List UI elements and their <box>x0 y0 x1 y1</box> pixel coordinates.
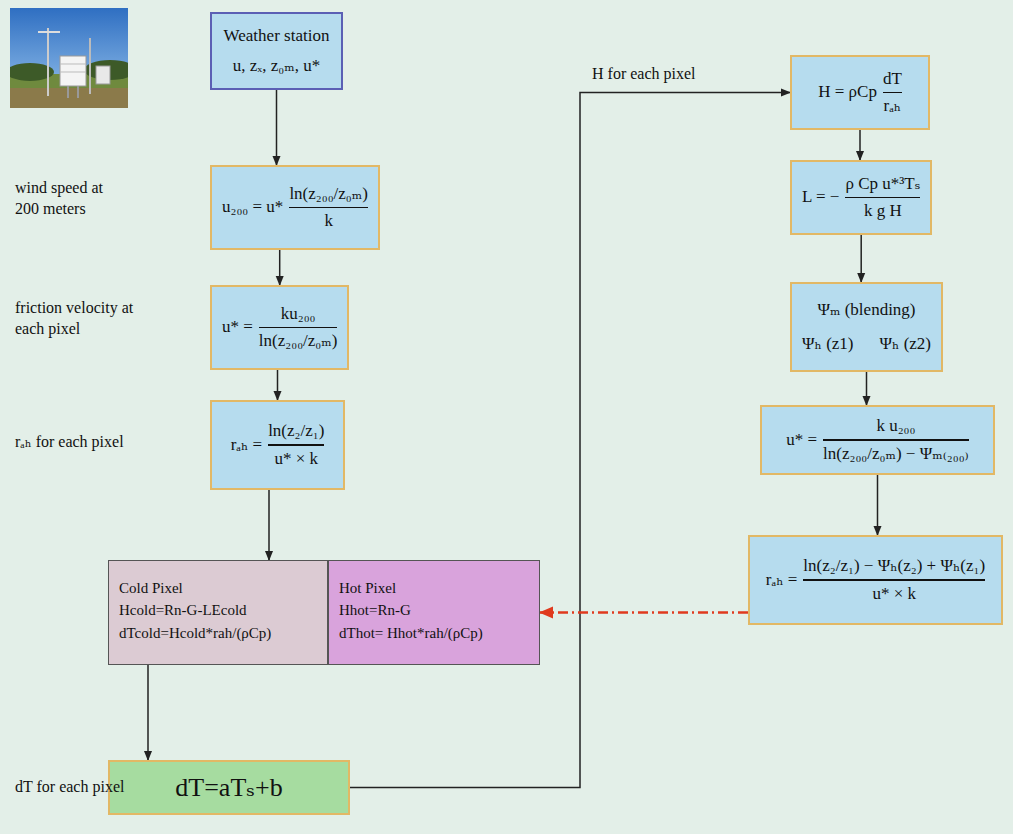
formula-box: H = ρCp dT rₐₕ <box>790 55 930 130</box>
denominator: k <box>324 210 333 232</box>
formula-prefix: u* = <box>786 429 817 451</box>
fraction: dT rₐₕ <box>883 68 902 117</box>
fraction: ρ Cp u*³Tₛ k g H <box>845 173 920 222</box>
numerator: ρ Cp u*³Tₛ <box>845 173 920 195</box>
numerator: k u₂₀₀ <box>876 415 915 437</box>
flow-arrow <box>277 370 279 400</box>
flow-arrow <box>147 665 149 760</box>
process-box: Weather station u, zₓ, z₀ₘ, u* <box>210 12 343 90</box>
box-heading: Hot Pixel <box>339 579 396 599</box>
formula: L = − ρ Cp u*³Tₛ k g H <box>802 173 920 222</box>
process-box: Hot PixelHhot=Rn-G dThot= Hhot*rah/(ρCp) <box>328 560 540 665</box>
formula-line: Ψₕ (z2) <box>880 333 932 355</box>
feedback-arrow <box>540 611 748 614</box>
denominator: u* × k <box>872 583 916 605</box>
numerator: dT <box>883 68 902 90</box>
formula: u* = k u₂₀₀ ln(z₂₀₀/z₀ₘ) − Ψₘ₍₂₀₀₎ <box>786 415 969 464</box>
denominator: ln(z₂₀₀/z₀ₘ) <box>259 330 338 352</box>
fraction: ln(z₂/z₁) u* × k <box>268 420 324 469</box>
fraction: k u₂₀₀ ln(z₂₀₀/z₀ₘ) − Ψₘ₍₂₀₀₎ <box>823 415 969 464</box>
formula: u* = ku₂₀₀ ln(z₂₀₀/z₀ₘ) <box>222 303 337 352</box>
formula-prefix: H = ρCp <box>818 81 877 103</box>
numerator: ln(z₂₀₀/z₀ₘ) <box>289 183 368 205</box>
process-box: Ψₘ (blending) Ψₕ (z1) Ψₕ (z2) <box>790 282 943 372</box>
side-label: dT for each pixel <box>15 777 124 798</box>
denominator: u* × k <box>274 448 318 470</box>
formula-prefix: L = − <box>802 186 839 208</box>
formula-prefix: u* = <box>222 316 253 338</box>
side-label: wind speed at 200 meters <box>15 178 127 220</box>
flow-arrow <box>279 250 281 285</box>
fraction: ln(z₂/z₁) − Ψₕ(z₂) + Ψₕ(z₁) u* × k <box>803 555 985 604</box>
box-text: dTcold=Hcold*rah/(ρCp) <box>119 624 271 644</box>
process-box: Cold PixelHcold=Rn-G-LEcold dTcold=Hcold*… <box>108 560 328 665</box>
formula-box: rₐₕ =ln(z₂/z₁) u* × k <box>210 400 345 490</box>
side-label: rₐₕ for each pixel <box>15 432 124 453</box>
flow-arrow <box>866 372 868 405</box>
box-text: u, zₓ, z₀ₘ, u* <box>233 55 320 77</box>
box-text: dThot= Hhot*rah/(ρCp) <box>339 624 483 644</box>
flow-arrow <box>268 490 270 560</box>
process-box: dT=aTₛ+b <box>108 760 350 815</box>
flow-arrow <box>877 475 879 535</box>
formula-row: Ψₕ (z1) Ψₕ (z2) <box>802 333 931 355</box>
flow-arrow <box>350 93 790 788</box>
formula-line: Ψₕ (z1) <box>802 333 854 355</box>
formula-box: rₐₕ =ln(z₂/z₁) − Ψₕ(z₂) + Ψₕ(z₁) u* × k <box>748 535 1003 625</box>
fraction: ku₂₀₀ ln(z₂₀₀/z₀ₘ) <box>259 303 338 352</box>
formula-prefix: rₐₕ = <box>231 434 263 456</box>
formula: H = ρCp dT rₐₕ <box>818 68 902 117</box>
denominator: ln(z₂₀₀/z₀ₘ) − Ψₘ₍₂₀₀₎ <box>823 443 969 465</box>
fraction-bar <box>259 327 338 328</box>
flow-arrow <box>860 235 862 282</box>
fraction-bar <box>289 207 368 208</box>
box-text: Hhot=Rn-G <box>339 601 411 621</box>
formula-box: u* = ku₂₀₀ ln(z₂₀₀/z₀ₘ) <box>210 285 349 370</box>
box-heading: Weather station <box>224 25 330 47</box>
denominator: rₐₕ <box>884 95 902 117</box>
denominator: k g H <box>864 200 902 222</box>
formula-prefix: rₐₕ = <box>766 569 798 591</box>
numerator: ku₂₀₀ <box>281 303 316 325</box>
side-label: friction velocity at each pixel <box>15 298 140 340</box>
fraction-bar <box>845 197 920 198</box>
fraction-bar <box>883 92 902 93</box>
weather-station-photo <box>10 8 128 108</box>
formula: rₐₕ =ln(z₂/z₁) u* × k <box>231 420 325 469</box>
box-heading: Cold Pixel <box>119 579 183 599</box>
side-label: H for each pixel <box>592 64 696 85</box>
fraction: ln(z₂₀₀/z₀ₘ) k <box>289 183 368 232</box>
box-text: dT=aTₛ+b <box>175 771 282 805</box>
box-text: Hcold=Rn-G-LEcold <box>119 601 247 621</box>
formula-line: Ψₘ (blending) <box>817 299 915 321</box>
formula-box: u₂₀₀ = u* ln(z₂₀₀/z₀ₘ) k <box>210 165 380 250</box>
fraction-bar <box>803 579 985 580</box>
formula-box: u* = k u₂₀₀ ln(z₂₀₀/z₀ₘ) − Ψₘ₍₂₀₀₎ <box>760 405 995 475</box>
flow-arrow <box>859 130 861 160</box>
formula-box: L = − ρ Cp u*³Tₛ k g H <box>790 160 932 235</box>
fraction-bar <box>823 439 969 440</box>
formula: u₂₀₀ = u* ln(z₂₀₀/z₀ₘ) k <box>222 183 368 232</box>
numerator: ln(z₂/z₁) <box>268 420 324 442</box>
fraction-bar <box>268 444 324 445</box>
numerator: ln(z₂/z₁) − Ψₕ(z₂) + Ψₕ(z₁) <box>803 555 985 577</box>
formula-prefix: u₂₀₀ = u* <box>222 196 283 218</box>
flow-arrow <box>276 90 278 165</box>
formula: rₐₕ =ln(z₂/z₁) − Ψₕ(z₂) + Ψₕ(z₁) u* × k <box>766 555 985 604</box>
